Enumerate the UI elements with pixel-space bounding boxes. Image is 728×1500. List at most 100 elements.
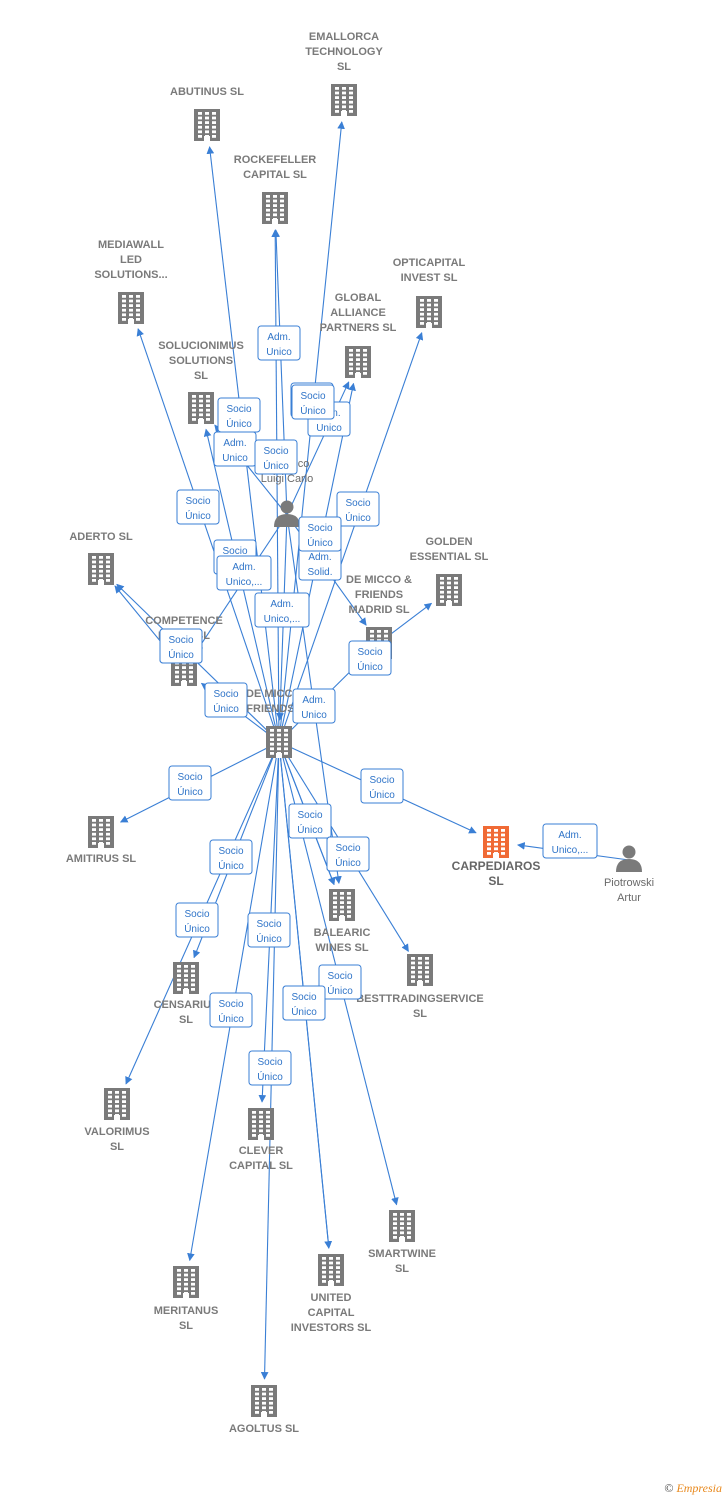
edge-label-text: Adm. xyxy=(302,695,325,706)
edge-label-decicco-competence[interactable]: Adm. Unico,... xyxy=(216,555,272,591)
node-rockefeller[interactable]: ROCKEFELLER CAPITAL SL xyxy=(234,154,317,224)
node-agoltus[interactable]: AGOLTUS SL xyxy=(229,1385,299,1435)
node-label: UNITED xyxy=(311,1292,352,1304)
edge-label-text: Adm. xyxy=(558,830,581,841)
node-label: CAPITAL SL xyxy=(243,169,307,181)
node-label: Luigi Carlo xyxy=(261,473,314,485)
copyright-symbol: © xyxy=(664,1481,674,1495)
edge-label-text: Único xyxy=(257,1070,283,1083)
edge-label-text: Unico,... xyxy=(226,577,263,588)
edge-labels-layer: SocioÚnicoSocioÚnicoAdm.UnicoSocioÚnicoS… xyxy=(159,325,598,1086)
edge-label-text: Socio xyxy=(226,404,251,415)
node-label: VALORIMUS xyxy=(84,1126,149,1138)
edge-label-text: Socio xyxy=(307,523,332,534)
edge-label-box xyxy=(288,803,332,839)
edge-label-text: Unico,... xyxy=(552,845,589,856)
edge-label-piotrowski-carpediaros[interactable]: Adm. Unico,... xyxy=(542,823,598,859)
building-icon xyxy=(329,889,355,921)
node-aderto[interactable]: ADERTO SL xyxy=(69,531,133,585)
building-icon xyxy=(173,962,199,994)
node-label: EMALLORCA xyxy=(309,31,379,43)
node-label: ADERTO SL xyxy=(69,531,133,543)
edge-label-decicco-demiccomadrid[interactable]: Adm.Solid. xyxy=(298,545,342,581)
edge-label-box xyxy=(159,628,203,664)
edge-label-text: Adm. xyxy=(232,562,255,573)
edge-label-text: Adm. xyxy=(223,438,246,449)
edge-label-box xyxy=(248,1050,292,1086)
node-label: MADRID SL xyxy=(348,604,409,616)
node-label: ROCKEFELLER xyxy=(234,154,317,166)
edge-label-text: Único xyxy=(213,702,239,715)
edge-label-box xyxy=(254,439,298,475)
building-icon xyxy=(331,84,357,116)
brand-logo[interactable]: Empresia xyxy=(676,1481,722,1495)
building-icon xyxy=(266,726,292,758)
building-icon xyxy=(416,296,442,328)
edge-label-text: Socio xyxy=(369,775,394,786)
edge-label-text: Único xyxy=(327,984,353,997)
node-abutinus[interactable]: ABUTINUS SL xyxy=(170,86,244,141)
building-icon xyxy=(345,346,371,378)
node-amitirus[interactable]: AMITIRUS SL xyxy=(66,816,137,865)
edge-label-text: Único xyxy=(218,859,244,872)
edge-label-decicco-balearic[interactable]: Adm.Unico xyxy=(292,688,336,724)
node-label: Piotrowski xyxy=(604,877,654,889)
edge-label-text: Socio xyxy=(357,647,382,658)
edge-label-text: Socio xyxy=(168,635,193,646)
node-label: CAPITAL xyxy=(308,1307,355,1319)
edge-label-box xyxy=(176,489,220,525)
edge-label-text: Unico xyxy=(266,347,292,358)
edge-label-decicco-rockefeller[interactable]: Adm.Unico xyxy=(257,325,301,361)
edge-label-box xyxy=(175,902,219,938)
edge-label-box xyxy=(348,640,392,676)
edge-label-box xyxy=(216,555,272,591)
node-mediawall[interactable]: MEDIAWALLLEDSOLUTIONS... xyxy=(94,239,168,324)
edge-label-decicco-solucionimus[interactable]: Adm.Unico xyxy=(213,431,257,467)
edge-label-text: Único xyxy=(297,823,323,836)
node-label: CARPEDIAROS xyxy=(452,859,541,873)
node-label: MEDIAWALL xyxy=(98,239,164,251)
node-label: SL xyxy=(413,1008,427,1020)
edge-label-box xyxy=(257,325,301,361)
edge-label-text: Socio xyxy=(291,992,316,1003)
edge-label-decicco-demicco[interactable]: Adm.Unico,... xyxy=(254,592,310,628)
node-label: PARTNERS SL xyxy=(320,322,397,334)
edge-label-box xyxy=(247,912,291,948)
